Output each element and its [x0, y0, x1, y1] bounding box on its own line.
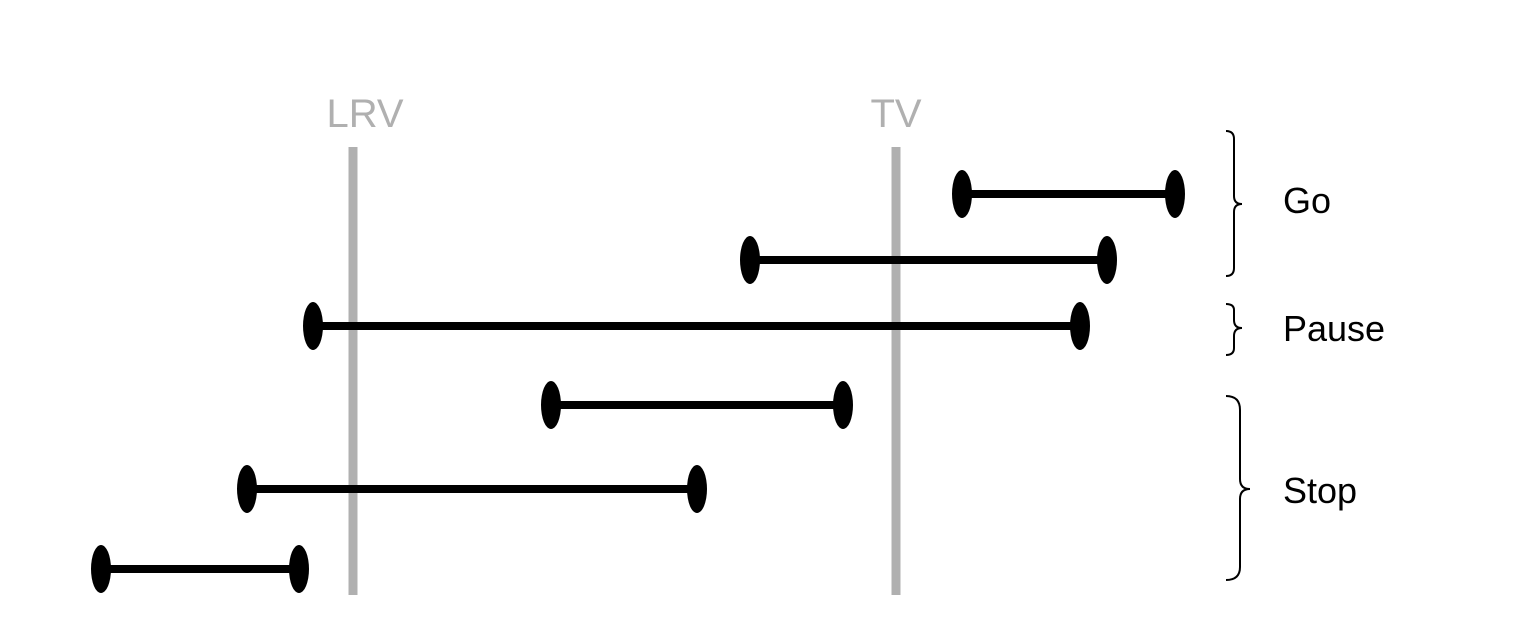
group-stop: Stop: [1225, 395, 1357, 581]
interval-3: [303, 302, 1090, 350]
interval-start-cap: [952, 170, 972, 218]
interval-2: [740, 236, 1117, 284]
pause-label: Pause: [1283, 308, 1385, 349]
stop-brace: [1225, 395, 1251, 581]
interval-start-cap: [740, 236, 760, 284]
interval-end-cap: [289, 545, 309, 593]
stop-label: Stop: [1283, 470, 1357, 511]
interval-5: [237, 465, 707, 513]
interval-end-cap: [833, 381, 853, 429]
interval-start-cap: [303, 302, 323, 350]
interval-start-cap: [541, 381, 561, 429]
interval-start-cap: [91, 545, 111, 593]
interval-4: [541, 381, 853, 429]
interval-6: [91, 545, 309, 593]
interval-end-cap: [1165, 170, 1185, 218]
interval-1: [952, 170, 1185, 218]
pause-brace: [1225, 303, 1243, 356]
interval-end-cap: [687, 465, 707, 513]
go-label: Go: [1283, 180, 1331, 221]
interval-end-cap: [1070, 302, 1090, 350]
reference-tv: TV: [870, 92, 922, 595]
interval-end-cap: [1097, 236, 1117, 284]
interval-start-cap: [237, 465, 257, 513]
tv-label: TV: [870, 92, 921, 136]
go-brace: [1225, 130, 1243, 277]
group-pause: Pause: [1225, 303, 1385, 356]
reference-lrv: LRV: [326, 92, 404, 595]
lrv-label: LRV: [326, 92, 403, 136]
group-go: Go: [1225, 130, 1331, 277]
